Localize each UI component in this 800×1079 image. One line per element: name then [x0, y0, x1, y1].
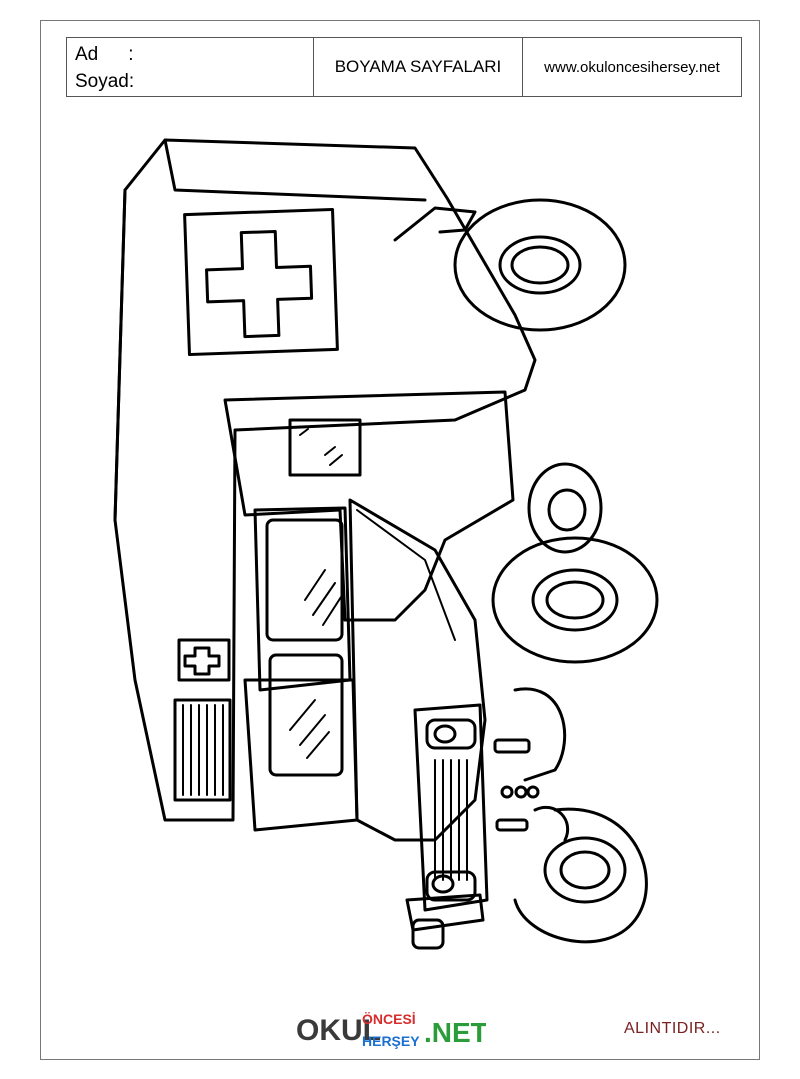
worksheet-header: Ad : Soyad: BOYAMA SAYFALARI www.okulonc… [66, 37, 742, 97]
page-title: BOYAMA SAYFALARI [314, 38, 523, 96]
wheel-front-lower [513, 807, 648, 944]
logo-net: .NET [424, 1017, 486, 1048]
surname-label: Soyad: [75, 71, 135, 92]
wheel-middle [527, 462, 603, 554]
ambulance-drawing [113, 138, 659, 950]
wheel-front-upper [491, 536, 659, 664]
logo-hersey: HERŞEY [362, 1033, 420, 1049]
name-label: Ad [75, 44, 99, 65]
logo-okul: OKUL [296, 1014, 381, 1047]
source-credit: ALINTIDIR... [624, 1020, 721, 1037]
logo-oncesi: ÖNCESİ [362, 1011, 416, 1027]
name-colon: : [128, 44, 134, 65]
site-logo: OKUL ÖNCESİ HERŞEY .NET [296, 1011, 486, 1049]
website-link[interactable]: www.okuloncesihersey.net [544, 58, 720, 76]
wheel-rear [453, 198, 627, 332]
page-border [40, 20, 760, 1060]
student-info-cell: Ad : Soyad: [67, 38, 314, 96]
